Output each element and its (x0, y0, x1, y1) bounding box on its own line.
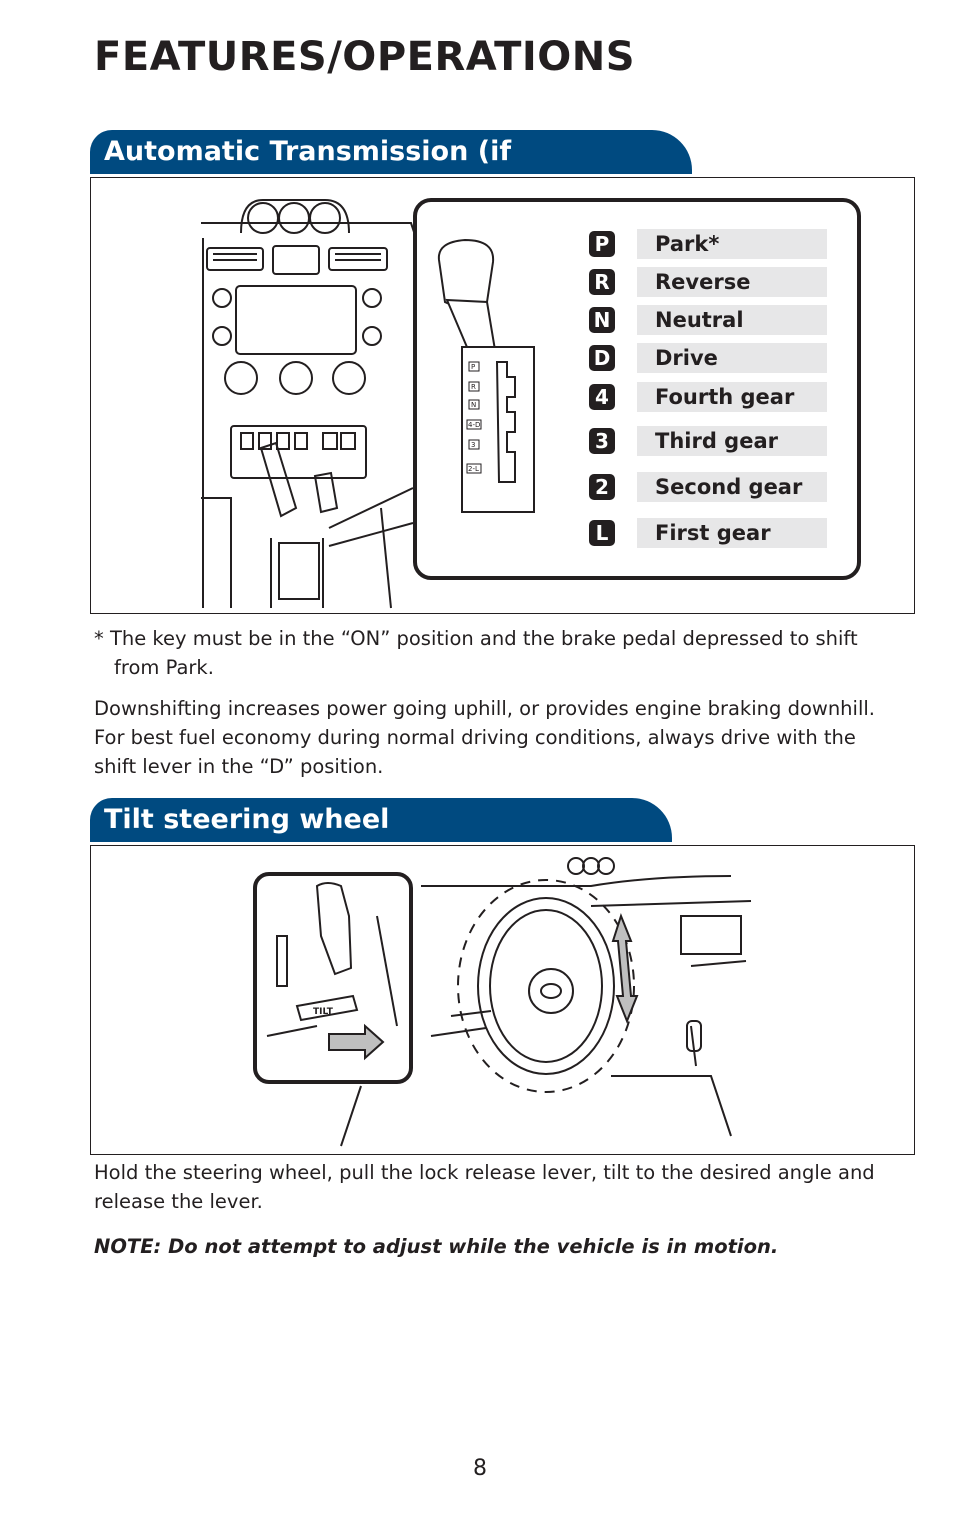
gear-badge: D (589, 345, 615, 371)
section-heading-transmission: Automatic Transmission (if equipped) (90, 130, 692, 211)
gear-label: Park* (637, 229, 827, 259)
gear-badge: R (589, 269, 615, 295)
tilt-lever-label: TILT (313, 1007, 334, 1017)
gear-badge: P (589, 231, 615, 257)
gear-label: Neutral (637, 305, 827, 335)
gear-label: Drive (637, 343, 827, 373)
gear-label: Fourth gear (637, 382, 827, 412)
gear-label: Second gear (637, 472, 827, 502)
section-heading-tilt-text: Tilt steering wheel (104, 804, 390, 835)
dashboard-illustration (201, 199, 417, 609)
gear-badge: 4 (589, 384, 615, 410)
gate-label-3: 3 (471, 441, 475, 449)
gear-badge: 3 (589, 428, 615, 454)
gate-label-r: R (471, 383, 476, 391)
gear-label: Reverse (637, 267, 827, 297)
tilt-note: NOTE: Do not attempt to adjust while the… (94, 1235, 779, 1258)
tilt-lever-illustration: TILT (266, 882, 398, 1061)
tilt-instructions: Hold the steering wheel, pull the lock r… (94, 1161, 875, 1213)
gear-label: First gear (637, 518, 827, 548)
gate-label-2l: 2-L (468, 465, 479, 473)
downshift-paragraph: Downshifting increases power going uphil… (94, 697, 875, 778)
page-number: 8 (473, 1456, 487, 1481)
tilt-figure: TILT (90, 845, 915, 1155)
shifter-gate-illustration: P R N 4-D 3 2-L (437, 238, 535, 513)
gear-badge: N (589, 307, 615, 333)
gate-label-p: P (471, 363, 475, 371)
page-title: FEATURES/OPERATIONS (94, 34, 636, 80)
pull-arrow-icon (328, 1023, 385, 1061)
gear-badge: L (589, 520, 615, 546)
tilt-lever-callout: TILT (253, 872, 413, 1084)
park-footnote: * The key must be in the “ON” position a… (94, 627, 858, 679)
transmission-figure: P R N 4-D 3 2-L P Park* R Reverse N Neut… (90, 177, 915, 614)
gear-badge: 2 (589, 474, 615, 500)
gate-label-4d: 4-D (468, 421, 480, 429)
gate-label-n: N (471, 401, 476, 409)
gear-label: Third gear (637, 426, 827, 456)
section-heading-tilt: Tilt steering wheel (90, 798, 672, 842)
steering-illustration (340, 857, 752, 1147)
